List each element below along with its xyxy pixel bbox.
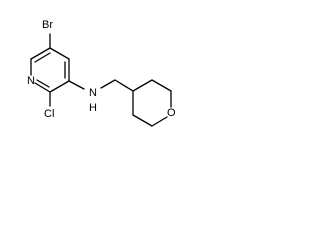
structure-canvas: Br N Cl N H O xyxy=(0,0,205,153)
bond-c6-c5 xyxy=(30,47,51,60)
ether-oxygen-label: O xyxy=(167,107,176,119)
bond-n-ch2 xyxy=(100,79,116,89)
chlorine-label: Cl xyxy=(44,108,54,120)
bond-oxane-c6-c5 xyxy=(132,114,153,127)
pyridine-nitrogen-label: N xyxy=(27,75,35,87)
amine-nitrogen-label: N xyxy=(89,87,97,99)
bond-ch2-c4 xyxy=(114,79,134,92)
bond-c5-c4 xyxy=(49,47,70,60)
bond-oxane-o-c6 xyxy=(151,116,168,127)
bond-c3-c2 xyxy=(49,80,70,93)
bond-c2-n1-inner xyxy=(36,79,50,88)
bond-c6-c5-inner xyxy=(34,52,51,63)
bond-oxane-c3-c2 xyxy=(151,79,172,92)
bond-c2-n1 xyxy=(34,82,51,93)
bond-oxane-c4-c3 xyxy=(132,79,153,92)
molecule-diagram: Br N Cl N H O xyxy=(27,19,176,127)
amine-hydrogen-label: H xyxy=(89,102,97,114)
bond-c3-n xyxy=(68,80,85,90)
bromine-label: Br xyxy=(42,19,53,31)
